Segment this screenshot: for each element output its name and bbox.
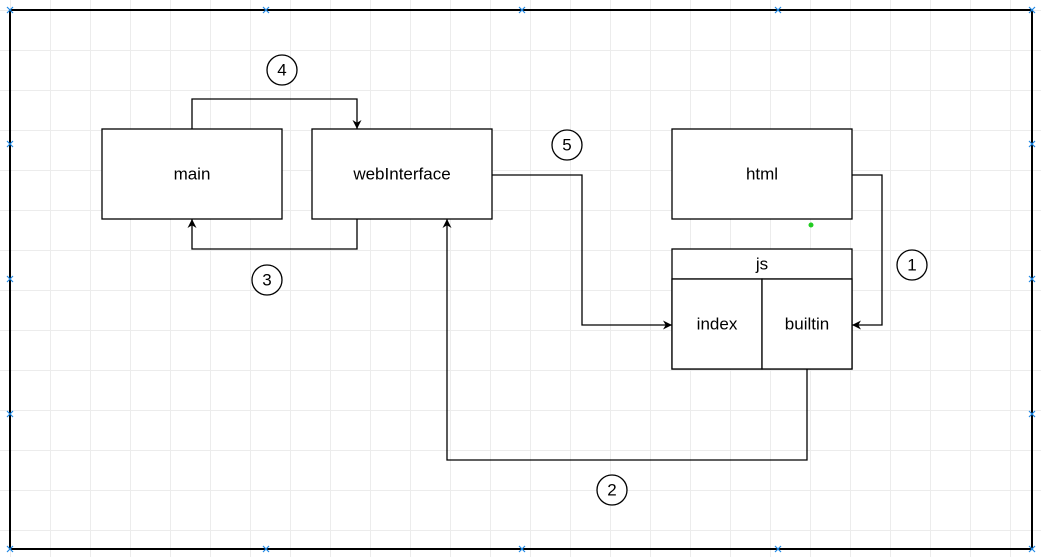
handle-top-left [6,6,14,14]
step-marker-1[interactable]: 1 [896,249,928,281]
handle-bottom-right [1028,545,1036,553]
step-marker-5-label: 5 [562,135,571,154]
handle-right-1 [1028,140,1036,148]
handle-top-2 [518,6,526,14]
handle-top-1 [262,6,270,14]
node-webinterface[interactable]: webInterface [311,128,493,220]
node-main[interactable]: main [101,128,283,220]
handle-bottom-2 [518,545,526,553]
step-marker-2-label: 2 [607,480,616,499]
handle-right-3 [1028,410,1036,418]
node-builtin[interactable]: builtin [761,278,853,370]
selection-handles[interactable] [6,6,1036,553]
selection-frame[interactable] [9,9,1033,550]
node-index-label: index [697,314,738,333]
node-builtin-label: builtin [785,314,829,333]
edge-html-to-builtin[interactable] [852,174,883,330]
handle-left-3 [6,410,14,418]
node-index[interactable]: index [671,278,763,370]
step-marker-2[interactable]: 2 [596,474,628,506]
handle-top-right [1028,6,1036,14]
handle-left-2 [6,275,14,283]
edge-webinterface-to-index[interactable] [492,174,672,330]
node-html-label: html [746,164,778,183]
handle-left-1 [6,140,14,148]
handle-bottom-3 [774,545,782,553]
step-marker-1-label: 1 [907,255,916,274]
step-marker-4-label: 4 [277,60,286,79]
node-main-label: main [174,164,211,183]
connection-point-dot[interactable] [808,222,814,228]
step-marker-5[interactable]: 5 [551,129,583,161]
step-marker-4[interactable]: 4 [266,54,298,86]
handle-right-2 [1028,275,1036,283]
node-webinterface-label: webInterface [352,164,450,183]
handle-bottom-1 [262,545,270,553]
node-html[interactable]: html [671,128,853,220]
edge-builtin-to-webinterface[interactable] [442,219,808,461]
node-js-label: js [755,254,768,273]
edge-webinterface-to-main[interactable] [187,219,358,250]
handle-bottom-left [6,545,14,553]
step-marker-3-label: 3 [262,270,271,289]
step-marker-3[interactable]: 3 [251,264,283,296]
edge-main-to-webinterface[interactable] [191,98,362,129]
handle-top-3 [774,6,782,14]
node-js-container[interactable]: js index builtin [671,248,853,370]
